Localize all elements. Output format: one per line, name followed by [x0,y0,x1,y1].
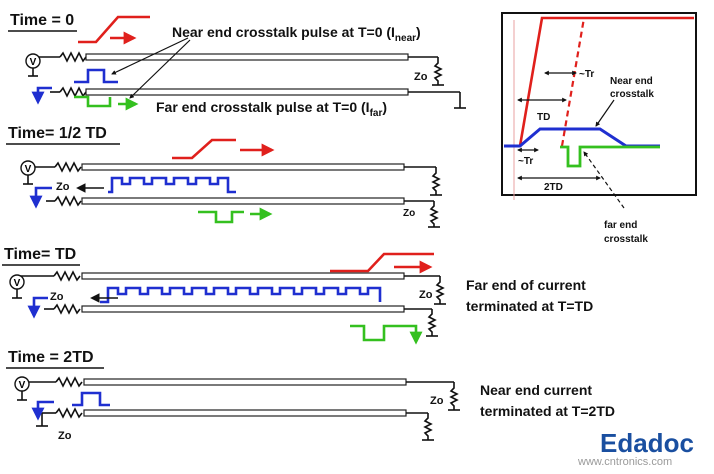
near-pulse-annotation: Near end crosstalk pulse at T=0 (Inear) [172,24,421,44]
victim-line [81,197,405,205]
far-end-terminated-line-2: terminated at T=TD [466,298,593,314]
stage-title: Time= 1/2 TD [8,125,107,142]
aggressor-line [85,53,409,61]
delayed-aggressor-edge [560,17,586,147]
svg-text:V: V [30,57,37,68]
near-end-pulse [72,391,110,407]
far-end-crosstalk-label-1: far end [604,220,637,231]
far-end-terminated-line-1: Far end of current [466,277,586,293]
far-end-pulse [198,210,244,224]
near-zo-label: Zo [50,291,64,303]
victim-line [83,409,407,417]
far-zo-label: Zo [414,71,428,83]
near-end-crosstalk-label-2: crosstalk [610,89,654,100]
near-end-crosstalk-label-1: Near end [610,76,653,87]
near-end-wave [100,286,382,304]
aggressor-line [83,378,407,386]
stage-title: Time = 0 [10,12,74,29]
stage-td: Time= TD V Zo Zo Far end of current term… [2,246,593,345]
far-zo-label: Zo [419,289,433,301]
waveform-inset: TD ~Tr ~Tr 2TD Near end crosstalk far en… [501,12,697,245]
source-v: V [20,160,55,185]
stage-title: Time= TD [4,246,76,263]
svg-text:V: V [25,164,32,175]
near-end-terminated-line-1: Near end current [480,382,592,398]
far-end-pulse [350,324,423,345]
edadoc-logo: Edadoc [600,428,694,458]
far-pulse-annotation: Far end crosstalk pulse at T=0 (Ifar) [156,99,387,119]
stage-time-0: Time = 0 V Zo Near end crosstalk pulse a… [8,12,466,119]
source-resistor [59,51,87,63]
watermark-text: www.cntronics.com [577,456,672,468]
near-zo-label: Zo [58,430,72,442]
near-end-terminated-line-2: terminated at T=2TD [480,403,615,419]
far-zo-label: Zo [430,395,444,407]
aggressor-step [330,252,434,273]
source-v: V [14,376,56,401]
svg-text:V: V [19,380,26,391]
stage-2td: Time = 2TD V Zo Zo Near end current term… [6,349,615,442]
far-zo-label: Zo [403,208,415,219]
stage-title: Time = 2TD [8,349,94,366]
source-v: V [9,274,54,299]
far-end-pulse [74,95,112,108]
victim-line [81,305,405,313]
two-td-label: 2TD [544,182,563,193]
aggressor-step [172,138,236,160]
tr-top-label: ~Tr [579,69,594,80]
near-end-wave [108,176,236,194]
near-zo-label: Zo [56,181,70,193]
stage-half-td: Time= 1/2 TD V Zo Zo [6,125,442,228]
aggressor-line [81,163,405,171]
aggressor-line [81,272,405,280]
far-end-crosstalk-trace [560,145,660,168]
near-end-pulse [74,68,118,84]
aggressor-step [78,15,150,44]
svg-text:V: V [14,278,21,289]
far-end-crosstalk-label-2: crosstalk [604,234,648,245]
source-v: V [25,53,60,77]
tr-bottom-label: ~Tr [518,156,533,167]
inset-frame [501,12,697,196]
td-label: TD [537,112,550,123]
